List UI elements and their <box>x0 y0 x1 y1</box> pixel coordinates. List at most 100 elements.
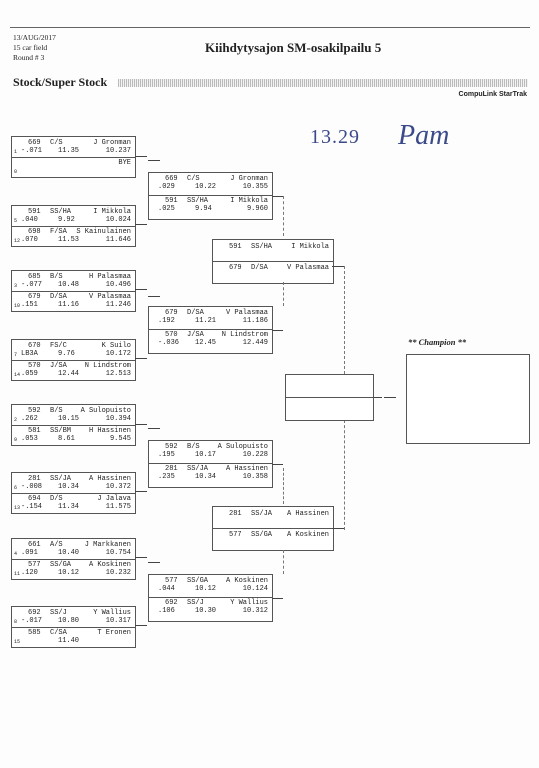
reaction-time: .029 <box>158 183 175 191</box>
reaction-time: .053 <box>21 435 38 443</box>
driver-name: I Mikkola <box>230 197 268 205</box>
reaction-time: -.154 <box>21 503 43 511</box>
round-number: Round # 3 <box>13 53 45 62</box>
driver-name: A Hassinen <box>286 510 329 518</box>
speed-index: 10.172 <box>105 350 131 358</box>
matchup-divider <box>12 157 135 158</box>
r2-to-r3-dash-4 <box>283 550 284 574</box>
speed-index: 10.124 <box>242 585 268 593</box>
matchup-divider <box>149 329 272 330</box>
car-class: D/SA <box>251 264 268 272</box>
r1-connector-bottom-4 <box>135 625 147 626</box>
reaction-time: -.071 <box>21 147 43 155</box>
car-number: 694 <box>28 495 41 503</box>
elapsed-time: 10.34 <box>58 483 80 491</box>
driver-name: A Koskinen <box>88 561 131 569</box>
elapsed-time: 10.48 <box>58 281 80 289</box>
car-class: SS/BM <box>50 427 72 435</box>
elapsed-time: 12.44 <box>58 370 80 378</box>
speed-index: 10.312 <box>242 607 268 615</box>
car-class: D/SA <box>50 293 67 301</box>
driver-name: V Palasmaa <box>225 309 268 317</box>
reaction-time: .106 <box>158 607 175 615</box>
speed-index: 10.228 <box>242 451 268 459</box>
lane-number: 12 <box>14 238 21 244</box>
car-class: F/SA <box>50 228 67 236</box>
car-number: 577 <box>165 577 178 585</box>
champion-box <box>406 354 530 444</box>
speed-index: 10.355 <box>242 183 268 191</box>
car-number: 591 <box>229 243 242 251</box>
elapsed-time: 12.45 <box>195 339 217 347</box>
elapsed-time: 9.92 <box>58 216 75 224</box>
handwritten-signature: Pam <box>398 120 450 151</box>
car-class: SS/JA <box>187 465 209 473</box>
r2-tick-3 <box>272 464 283 465</box>
car-class: D/SA <box>187 309 204 317</box>
matchup-divider <box>12 360 135 361</box>
driver-name: S Kainulainen <box>76 228 131 236</box>
reaction-time: -.077 <box>21 281 43 289</box>
driver-name: A Sulopuisto <box>217 443 268 451</box>
matchup-divider <box>12 559 135 560</box>
car-class: SS/GA <box>50 561 72 569</box>
elapsed-time: 8.61 <box>58 435 75 443</box>
elapsed-time: 10.30 <box>195 607 217 615</box>
driver-name: Y Wallius <box>230 599 268 607</box>
final-to-champion-line <box>384 397 396 398</box>
car-number: 692 <box>28 609 41 617</box>
elapsed-time: 11.16 <box>58 301 80 309</box>
car-number: 591 <box>165 197 178 205</box>
speed-index: 10.496 <box>105 281 131 289</box>
car-class: B/S <box>50 273 63 281</box>
elapsed-time: 10.15 <box>58 415 80 423</box>
elapsed-time: 11.21 <box>195 317 217 325</box>
car-number: 698 <box>28 228 41 236</box>
driver-name: A Koskinen <box>286 531 329 539</box>
r1-connector-bottom-2 <box>135 358 147 359</box>
car-number: 679 <box>229 264 242 272</box>
car-class: A/S <box>50 541 63 549</box>
car-number: 661 <box>28 541 41 549</box>
matchup-divider <box>12 627 135 628</box>
driver-name: J Gronman <box>230 175 268 183</box>
lane-number: 9 <box>14 437 18 443</box>
lane-number: 8 <box>14 619 18 625</box>
reaction-time: .262 <box>21 415 38 423</box>
driver-name: A Koskinen <box>225 577 268 585</box>
car-number: 281 <box>229 510 242 518</box>
r2-to-r3-dash-2 <box>283 282 284 306</box>
car-class: SS/GA <box>251 531 273 539</box>
driver-name: H Hassinen <box>88 427 131 435</box>
car-class: B/S <box>187 443 200 451</box>
car-number: 679 <box>165 309 178 317</box>
driver-name: K Suilo <box>101 342 131 350</box>
car-class: D/S <box>50 495 63 503</box>
